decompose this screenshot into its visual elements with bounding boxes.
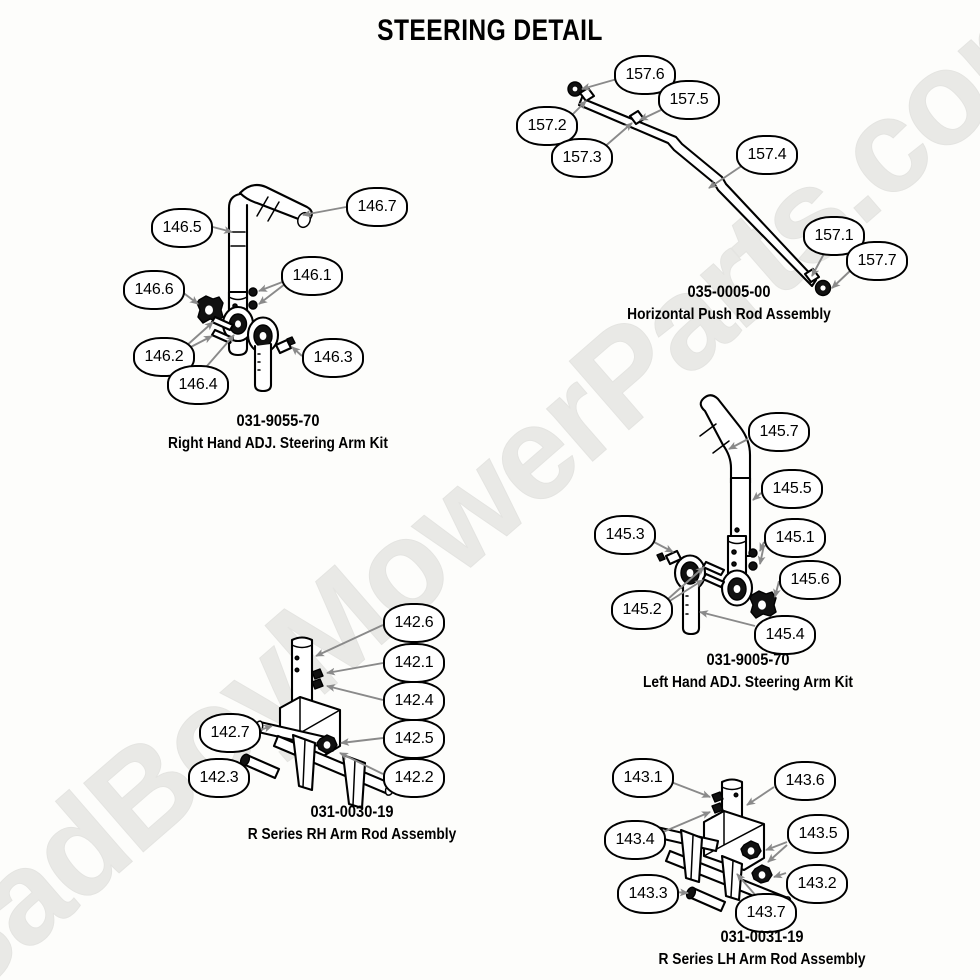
callout-bubble-142-5[interactable]: 142.5 (383, 719, 445, 759)
callout-bubble-142-7[interactable]: 142.7 (199, 713, 261, 753)
assembly-name: R Series LH Arm Rod Assembly (658, 951, 866, 969)
assembly-right-hand-adj-steering-arm-kit (180, 183, 347, 393)
caption-r-series-rh-arm-rod-assembly: 031-0030-19 R Series RH Arm Rod Assembly (231, 800, 473, 847)
callout-bubble-142-3[interactable]: 142.3 (188, 758, 250, 798)
part-145-6-knob (749, 590, 777, 619)
part-146-4-hub-disc (221, 305, 255, 343)
callout-bubble-143-6[interactable]: 143.6 (774, 761, 836, 801)
callout-bubble-157-1[interactable]: 157.1 (803, 216, 865, 256)
part-145-3-bolt (656, 549, 683, 566)
callout-bubble-157-6[interactable]: 157.6 (614, 55, 676, 95)
callout-bubble-157-3[interactable]: 157.3 (551, 138, 613, 178)
page-title: STEERING DETAIL (377, 14, 603, 47)
callout-bubble-143-4[interactable]: 143.4 (604, 820, 666, 860)
callout-bubble-143-2[interactable]: 143.2 (786, 864, 848, 904)
part-145-7-handle (699, 394, 752, 485)
part-143-foot-plates (679, 828, 744, 902)
callout-bubble-146-5[interactable]: 146.5 (151, 208, 213, 248)
callout-bubble-145-6[interactable]: 145.6 (779, 560, 841, 600)
part-146-1-bolts (248, 287, 258, 310)
callout-bubble-157-4[interactable]: 157.4 (736, 135, 798, 175)
callout-bubble-142-6[interactable]: 142.6 (383, 603, 445, 643)
part-number: 031-0030-19 (310, 802, 394, 821)
assembly-r-series-rh-arm-rod (237, 624, 396, 810)
part-146-7-handle-grip (238, 183, 313, 229)
part-145-1-bolts (748, 548, 758, 571)
callout-bubble-146-6[interactable]: 146.6 (123, 270, 185, 310)
leaders-146 (180, 206, 347, 367)
part-142-3-bolt (239, 753, 281, 780)
callout-bubble-146-7[interactable]: 146.7 (346, 187, 408, 227)
part-157-4-push-rod (577, 93, 818, 288)
callout-bubble-145-1[interactable]: 145.1 (764, 518, 826, 558)
part-142-foot-plates (291, 733, 367, 810)
part-number: 031-9055-70 (236, 411, 320, 430)
part-146-6-knob (196, 295, 224, 324)
part-145-4-hub-disc (673, 554, 707, 636)
callout-bubble-157-7[interactable]: 157.7 (846, 241, 908, 281)
part-143-5-nut (740, 840, 762, 860)
part-number: 031-0031-19 (720, 927, 804, 946)
leaders-143 (662, 781, 788, 898)
callout-bubble-143-1[interactable]: 143.1 (612, 758, 674, 798)
part-146-3-bolt (274, 336, 296, 355)
assembly-name: Horizontal Push Rod Assembly (627, 306, 831, 324)
callout-bubble-146-2[interactable]: 146.2 (133, 337, 195, 377)
part-145-6-arm-disc (720, 569, 754, 607)
part-number: 031-9005-70 (706, 650, 790, 669)
assembly-name: R Series RH Arm Rod Assembly (247, 826, 457, 844)
callout-bubble-143-7[interactable]: 143.7 (735, 893, 797, 933)
callout-bubble-146-1[interactable]: 146.1 (281, 256, 343, 296)
assembly-horizontal-push-rod (567, 78, 852, 297)
assembly-name: Left Hand ADJ. Steering Arm Kit (643, 674, 853, 692)
callout-bubble-145-2[interactable]: 145.2 (611, 590, 673, 630)
part-142-6-post (290, 636, 314, 712)
callout-bubble-142-4[interactable]: 142.4 (383, 681, 445, 721)
caption-r-series-lh-arm-rod-assembly: 031-0031-19 R Series LH Arm Rod Assembly (642, 925, 883, 972)
part-145-2-bolts (701, 560, 726, 589)
part-157-7-ball-joint-right (814, 279, 832, 297)
assembly-name: Right Hand ADJ. Steering Arm Kit (168, 435, 388, 453)
part-142-5-nut (316, 734, 338, 754)
callout-bubble-145-7[interactable]: 145.7 (748, 412, 810, 452)
assembly-left-hand-adj-steering-arm-kit (651, 394, 781, 636)
callout-bubble-143-5[interactable]: 143.5 (787, 814, 849, 854)
callout-bubble-145-4[interactable]: 145.4 (754, 615, 816, 655)
callout-bubble-142-2[interactable]: 142.2 (383, 758, 445, 798)
part-number: 035-0005-00 (687, 282, 771, 301)
callout-bubble-146-4[interactable]: 146.4 (167, 365, 229, 405)
callout-bubble-145-5[interactable]: 145.5 (761, 469, 823, 509)
part-142-1-fitting (311, 668, 324, 690)
callout-bubble-157-2[interactable]: 157.2 (516, 106, 578, 146)
callout-bubble-146-3[interactable]: 146.3 (302, 338, 364, 378)
callout-bubble-145-3[interactable]: 145.3 (594, 515, 656, 555)
callout-bubble-142-1[interactable]: 142.1 (383, 643, 445, 683)
part-146-arm-disc (246, 316, 280, 393)
part-143-2-nut (751, 864, 773, 884)
leaders-145 (651, 438, 781, 627)
part-143-3-bolt (685, 886, 727, 913)
callout-bubble-143-3[interactable]: 143.3 (617, 874, 679, 914)
callout-bubble-157-5[interactable]: 157.5 (658, 80, 720, 120)
